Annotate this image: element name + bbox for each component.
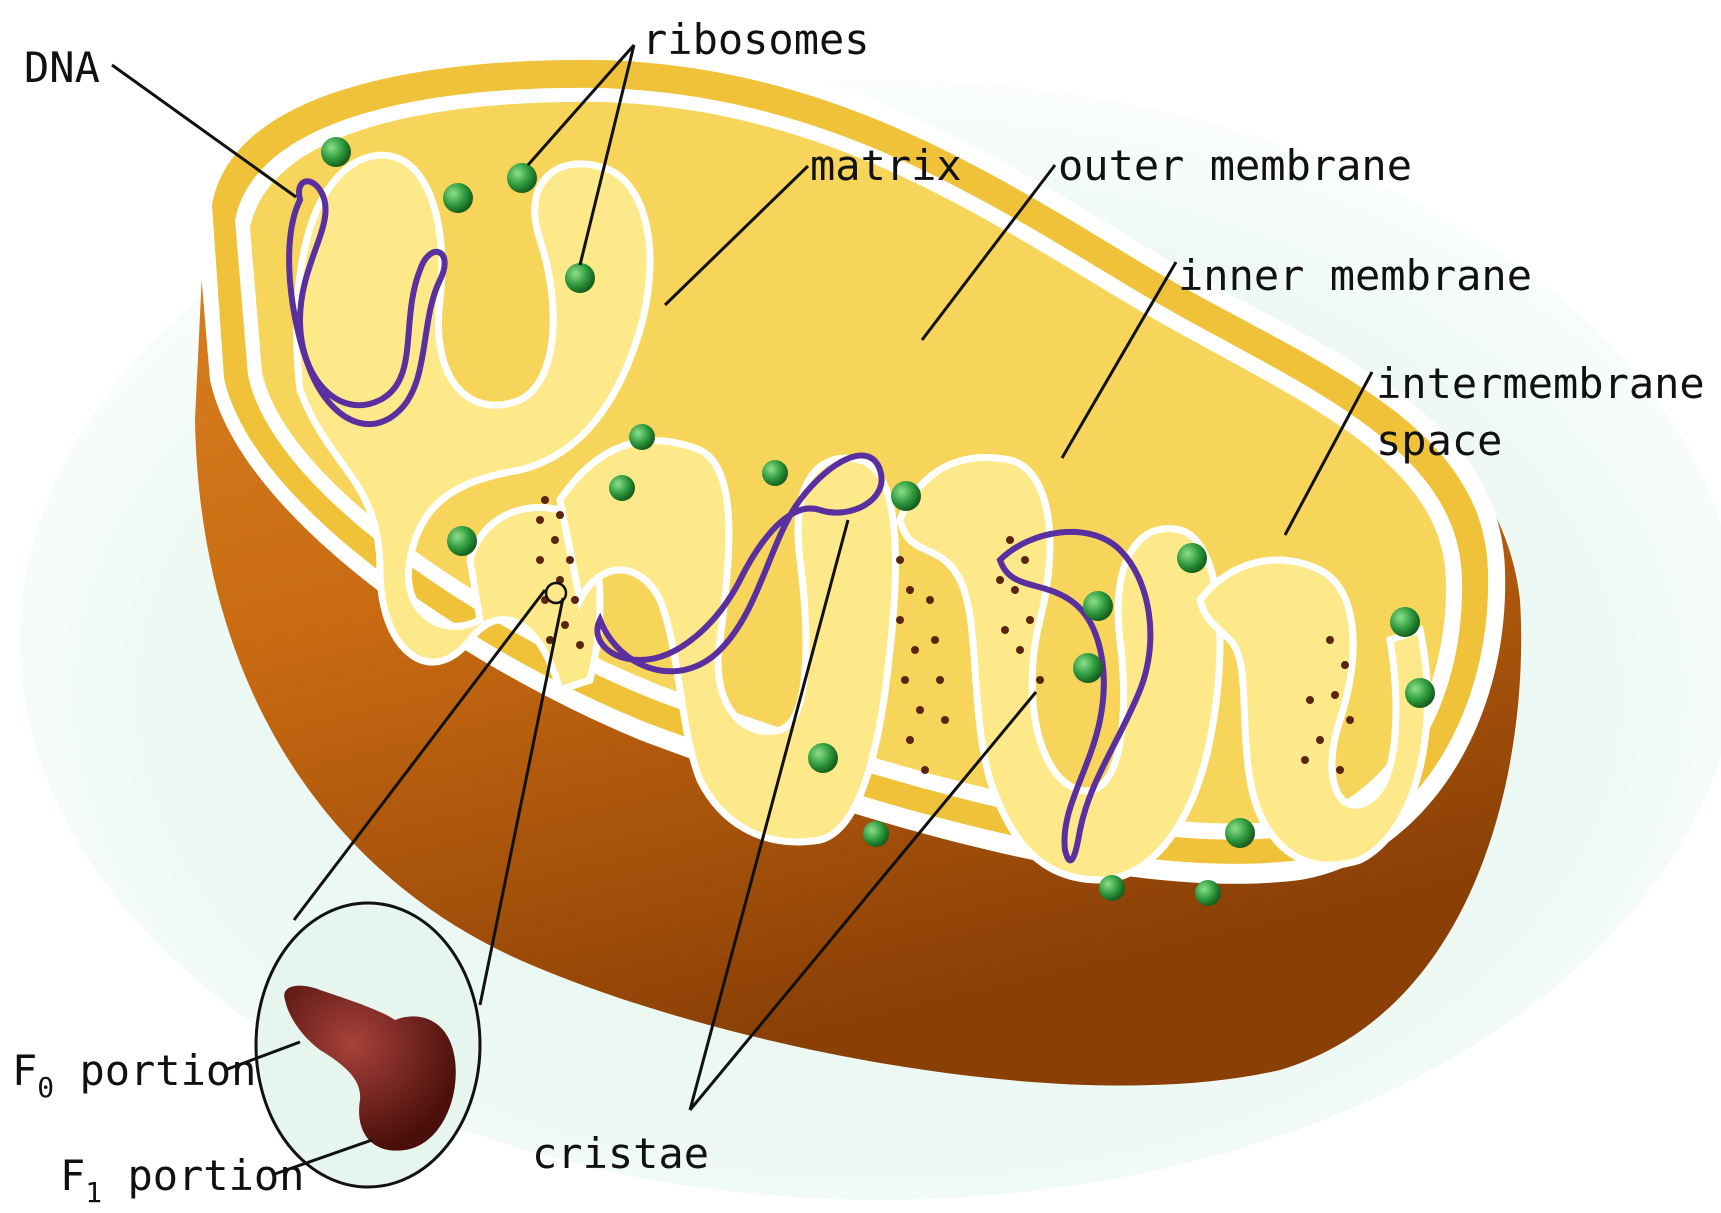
label-outer-membrane: outer membrane — [1058, 141, 1412, 190]
label-f1-portion: F1 portion — [60, 1151, 304, 1208]
label-space: space — [1376, 416, 1502, 465]
label-ribosomes: ribosomes — [642, 15, 870, 64]
label-cristae: cristae — [532, 1129, 709, 1178]
label-matrix: matrix — [810, 141, 962, 190]
label-f0-portion: F0 portion — [12, 1046, 256, 1104]
label-dna: DNA — [24, 43, 100, 92]
label-intermembrane: intermembrane — [1376, 359, 1705, 408]
label-inner-membrane: inner membrane — [1178, 251, 1532, 300]
